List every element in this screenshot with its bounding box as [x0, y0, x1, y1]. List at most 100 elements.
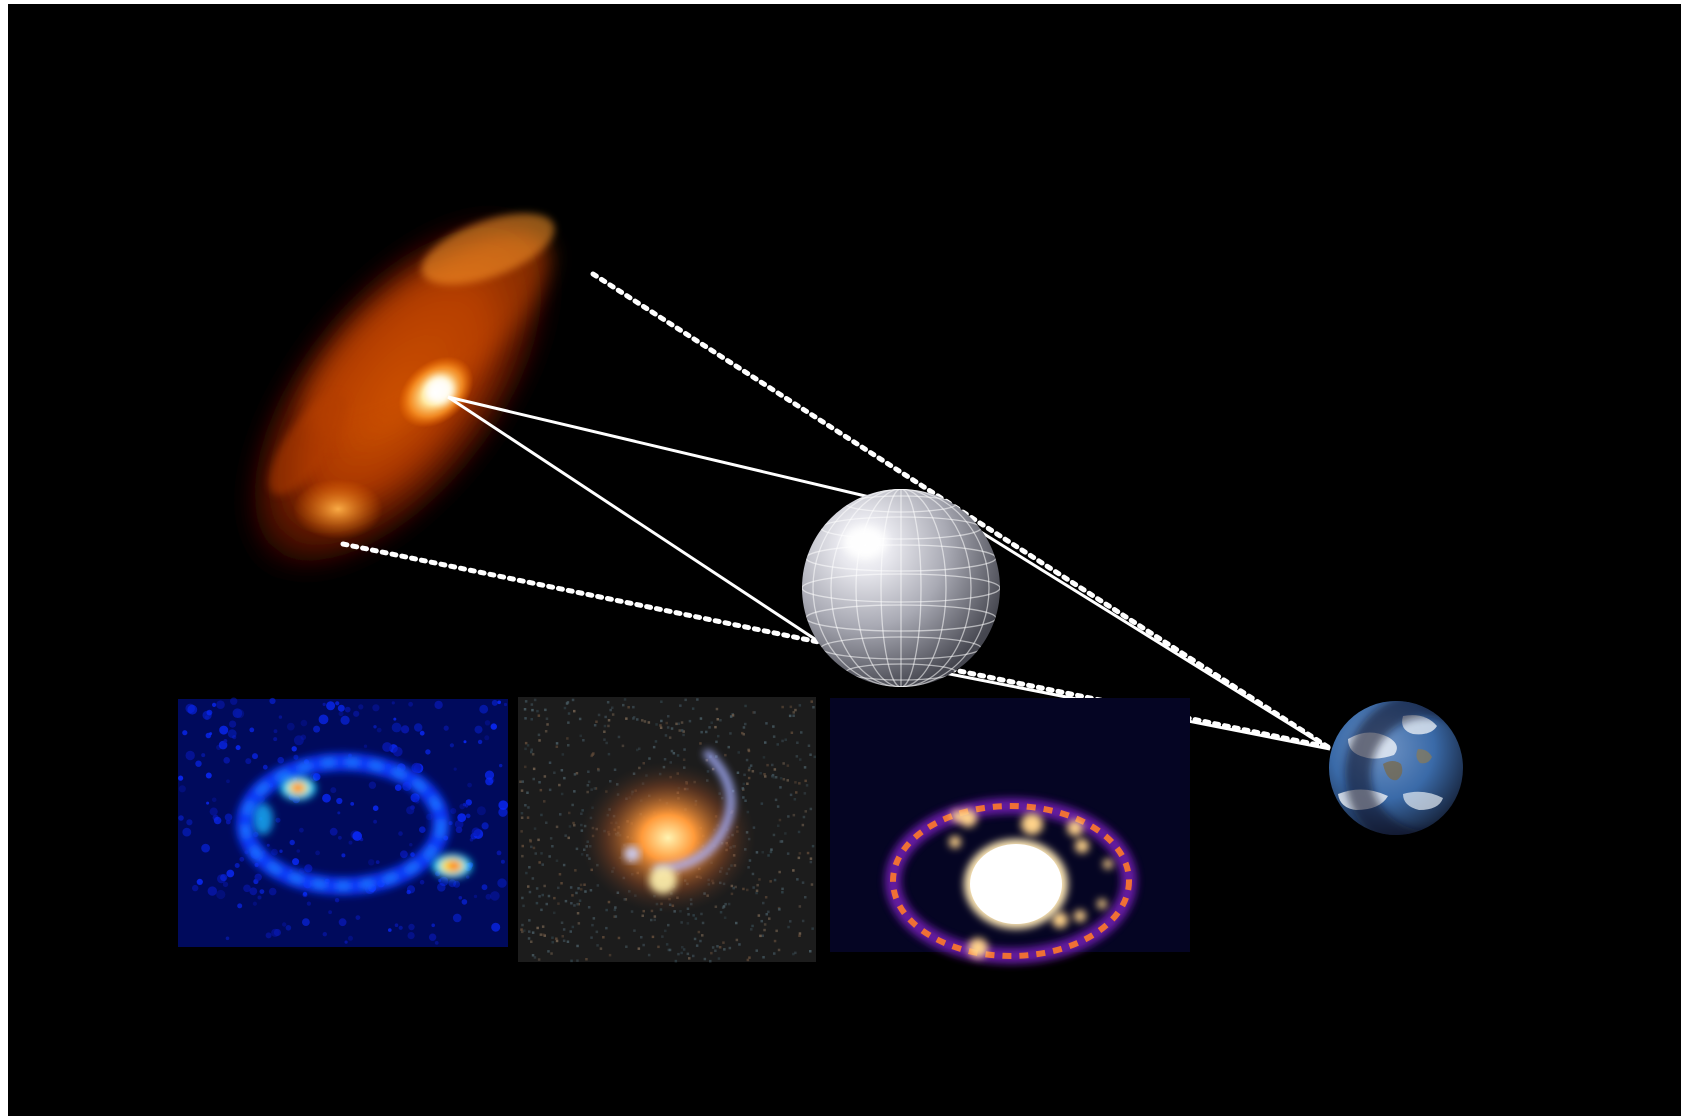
optical-noise-speck — [794, 951, 797, 955]
optical-noise-speck — [805, 784, 809, 787]
radio-noise-speck — [452, 913, 462, 923]
optical-noise-speck — [538, 781, 541, 784]
radio-noise-speck — [398, 925, 403, 930]
optical-noise-speck — [520, 928, 523, 931]
optical-noise-speck — [607, 724, 610, 728]
radio-noise-speck — [428, 933, 437, 941]
radio-noise-speck — [419, 879, 425, 885]
optical-noise-speck — [813, 755, 816, 759]
radio-noise-speck — [302, 891, 308, 897]
radio-noise-speck — [450, 808, 457, 814]
optical-noise-speck — [571, 925, 575, 929]
radio-noise-speck — [207, 886, 217, 896]
optical-noise-speck — [666, 726, 670, 729]
optical-noise-speck — [530, 750, 533, 754]
optical-noise-speck — [532, 777, 535, 781]
radio-noise-speck — [350, 802, 355, 806]
radio-noise-speck — [355, 915, 361, 920]
optical-noise-speck — [773, 939, 777, 943]
radio-noise-speck — [224, 813, 233, 822]
optical-noise-speck — [789, 705, 793, 709]
optical-noise-speck — [674, 959, 678, 963]
optical-noise-speck — [555, 742, 559, 745]
submm-knot — [1075, 839, 1089, 853]
optical-noise-speck — [659, 726, 663, 729]
optical-noise-speck — [528, 919, 531, 922]
optical-noise-speck — [539, 788, 543, 792]
optical-noise-speck — [525, 871, 528, 875]
dotted-ray-upper — [590, 271, 1331, 750]
optical-noise-speck — [796, 878, 799, 881]
radio-noise-speck — [265, 932, 272, 939]
optical-noise-speck — [637, 947, 641, 950]
radio-noise-speck — [443, 725, 449, 731]
radio-noise-speck — [243, 884, 251, 893]
optical-noise-speck — [527, 806, 530, 809]
optical-noise-speck — [520, 830, 523, 833]
radio-noise-speck — [225, 819, 231, 825]
optical-noise-speck — [664, 929, 667, 933]
optical-noise-speck — [792, 714, 795, 717]
radio-noise-speck — [337, 704, 345, 712]
optical-noise-speck — [570, 902, 573, 905]
radio-noise-speck — [391, 722, 402, 733]
optical-noise-speck — [537, 714, 541, 717]
optical-noise-speck — [701, 934, 704, 937]
radio-noise-speck — [497, 700, 502, 705]
radio-noise-speck — [211, 797, 217, 803]
optical-noise-speck — [722, 941, 725, 944]
optical-noise-speck — [590, 936, 593, 939]
earth — [1329, 701, 1463, 835]
radio-noise-speck — [499, 763, 503, 768]
optical-noise-speck — [640, 936, 643, 939]
optical-noise-speck — [804, 810, 807, 813]
optical-noise-speck — [765, 913, 768, 916]
optical-noise-speck — [576, 944, 579, 948]
optical-noise-speck — [710, 951, 713, 955]
optical-noise-speck — [809, 950, 812, 953]
optical-noise-speck — [705, 730, 708, 734]
optical-noise-speck — [632, 705, 635, 709]
optical-noise-speck — [716, 945, 719, 948]
optical-noise-speck — [735, 921, 738, 925]
optical-noise-speck — [764, 741, 767, 744]
radio-noise-speck — [312, 773, 321, 781]
optical-noise-speck — [524, 700, 528, 703]
optical-noise-speck — [519, 780, 522, 783]
optical-noise-speck — [696, 698, 699, 701]
optical-noise-speck — [636, 718, 639, 721]
optical-noise-speck — [558, 873, 562, 876]
optical-noise-speck — [540, 908, 543, 912]
optical-noise-speck — [768, 917, 771, 920]
radio-noise-speck — [337, 811, 341, 815]
optical-noise-speck — [748, 956, 751, 959]
optical-noise-speck — [786, 779, 789, 782]
radio-noise-speck — [213, 816, 222, 825]
radio-noise-speck — [497, 878, 507, 888]
optical-noise-speck — [715, 740, 718, 744]
optical-noise-speck — [781, 891, 784, 894]
optical-noise-speck — [781, 739, 784, 743]
optical-noise-speck — [576, 959, 579, 962]
optical-noise-speck — [792, 869, 795, 872]
radio-noise-speck — [239, 856, 245, 862]
radio-noise-speck — [467, 782, 472, 788]
optical-noise-speck — [809, 857, 813, 860]
radio-noise-speck — [411, 762, 422, 773]
optical-noise-speck — [621, 744, 625, 748]
radio-noise-speck — [271, 848, 278, 856]
source-galaxy — [239, 208, 557, 580]
radio-noise-speck — [503, 702, 508, 707]
optical-noise-speck — [576, 912, 580, 915]
radio-noise-speck — [407, 932, 415, 940]
optical-noise-speck — [735, 938, 739, 942]
submm-knot — [1074, 910, 1086, 922]
optical-noise-speck — [782, 778, 786, 781]
radio-noise-speck — [474, 725, 483, 734]
lens-sphere — [802, 489, 1000, 687]
optical-noise-speck — [763, 773, 766, 776]
radio-noise-speck — [204, 715, 210, 720]
radio-noise-speck — [182, 827, 192, 837]
optical-noise-speck — [787, 925, 790, 929]
optical-noise-speck — [531, 877, 535, 880]
